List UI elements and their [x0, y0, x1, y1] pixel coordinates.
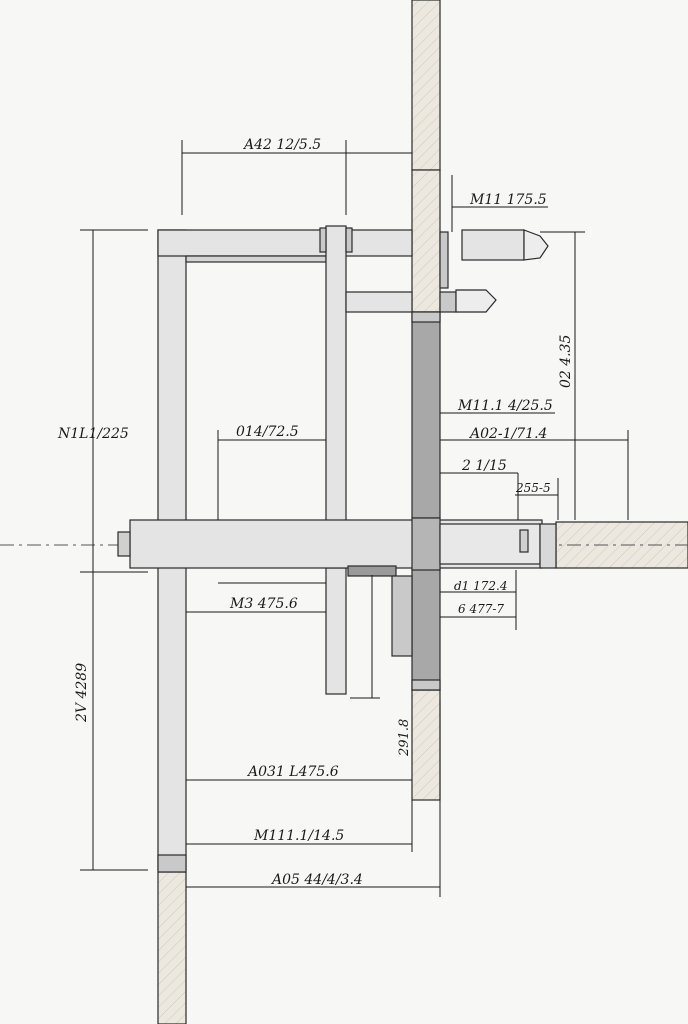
dim-left-lower-height: 2V 4289: [74, 663, 90, 723]
dim-bottom-b: M111.1/14.5: [253, 828, 344, 844]
dim-right-upper: M11.1 4/25.5: [457, 398, 553, 414]
dim-left-upper-height: N1L1/225: [57, 426, 129, 442]
dim-wall-vertical: 291.8: [397, 719, 412, 757]
dim-right-small: 2 1/15: [461, 458, 507, 474]
dim-lower-left: M3 475.6: [229, 596, 298, 612]
dim-bottom-c: A05 44/4/3.4: [270, 872, 363, 888]
dim-lower-right-b: 6 477-7: [458, 602, 504, 616]
dim-top-right-bolt: M11 175.5: [469, 192, 547, 208]
frame-structure: [117, 225, 557, 873]
dim-bottom-a: A031 L475.6: [246, 764, 339, 780]
wall-bottom-left: [157, 871, 187, 1024]
dim-right-height: 02 4.35: [558, 334, 574, 388]
dim-right-box: 255-5: [515, 481, 551, 495]
dim-top-width: A42 12/5.5: [242, 137, 321, 153]
dim-inner-span: 014/72.5: [236, 424, 299, 440]
dimension-lines: [80, 140, 629, 897]
dim-right-width: A02-1/71.4: [468, 426, 547, 442]
dim-lower-right-a: d1 172.4: [454, 579, 507, 593]
wall-right-vertical: [411, 0, 441, 801]
